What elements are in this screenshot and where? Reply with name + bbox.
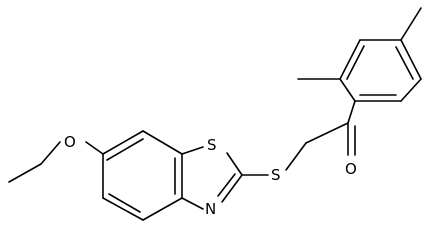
bond-c7a-s (181, 146, 204, 155)
bond-co-aryl (347, 100, 356, 124)
benzo-ring (102, 130, 183, 221)
bond-ring-1-double (106, 138, 144, 161)
bond-aryl-5 (400, 78, 422, 102)
carbonyl-oxygen-label: O (345, 160, 357, 178)
ethoxy-group (8, 141, 104, 183)
bond-c2-n-double (217, 173, 236, 197)
thioether-linker (241, 122, 356, 176)
bond-o-ring (85, 141, 104, 155)
bond-s-ch2 (285, 142, 307, 171)
bond-aryl-4-double (395, 46, 414, 80)
bond-aryl-2-double (346, 45, 365, 80)
bond-ring-4 (142, 197, 183, 221)
bond-ch3-ch2 (8, 163, 42, 183)
molecule-structure: O S N S O (8, 7, 422, 221)
bond-para-methyl (400, 7, 422, 41)
ring-sulfur-label: S (207, 136, 217, 154)
bond-ring-1 (102, 130, 144, 155)
bond-aryl-4 (400, 39, 422, 80)
bond-ring-5-double (108, 193, 141, 213)
dimethylphenyl-ring (297, 7, 422, 124)
ring-nitrogen-label: N (205, 200, 216, 218)
bond-s-c2 (226, 152, 243, 176)
bond-ch2-co (305, 122, 349, 144)
thiazole-ring (181, 146, 243, 210)
bond-ch2-o (40, 141, 61, 165)
bond-n-c3a (181, 197, 204, 210)
bond-ring-5 (102, 197, 144, 221)
bond-c2-n (221, 174, 243, 203)
thioether-sulfur-label: S (271, 166, 281, 184)
bond-aryl-2 (339, 39, 361, 80)
atom-labels: O S N S O (64, 133, 357, 218)
bond-aryl-1 (339, 78, 356, 102)
structure-canvas: O S N S O (8, 7, 422, 221)
bond-ring-2 (142, 130, 183, 155)
ether-oxygen-label: O (64, 133, 76, 151)
